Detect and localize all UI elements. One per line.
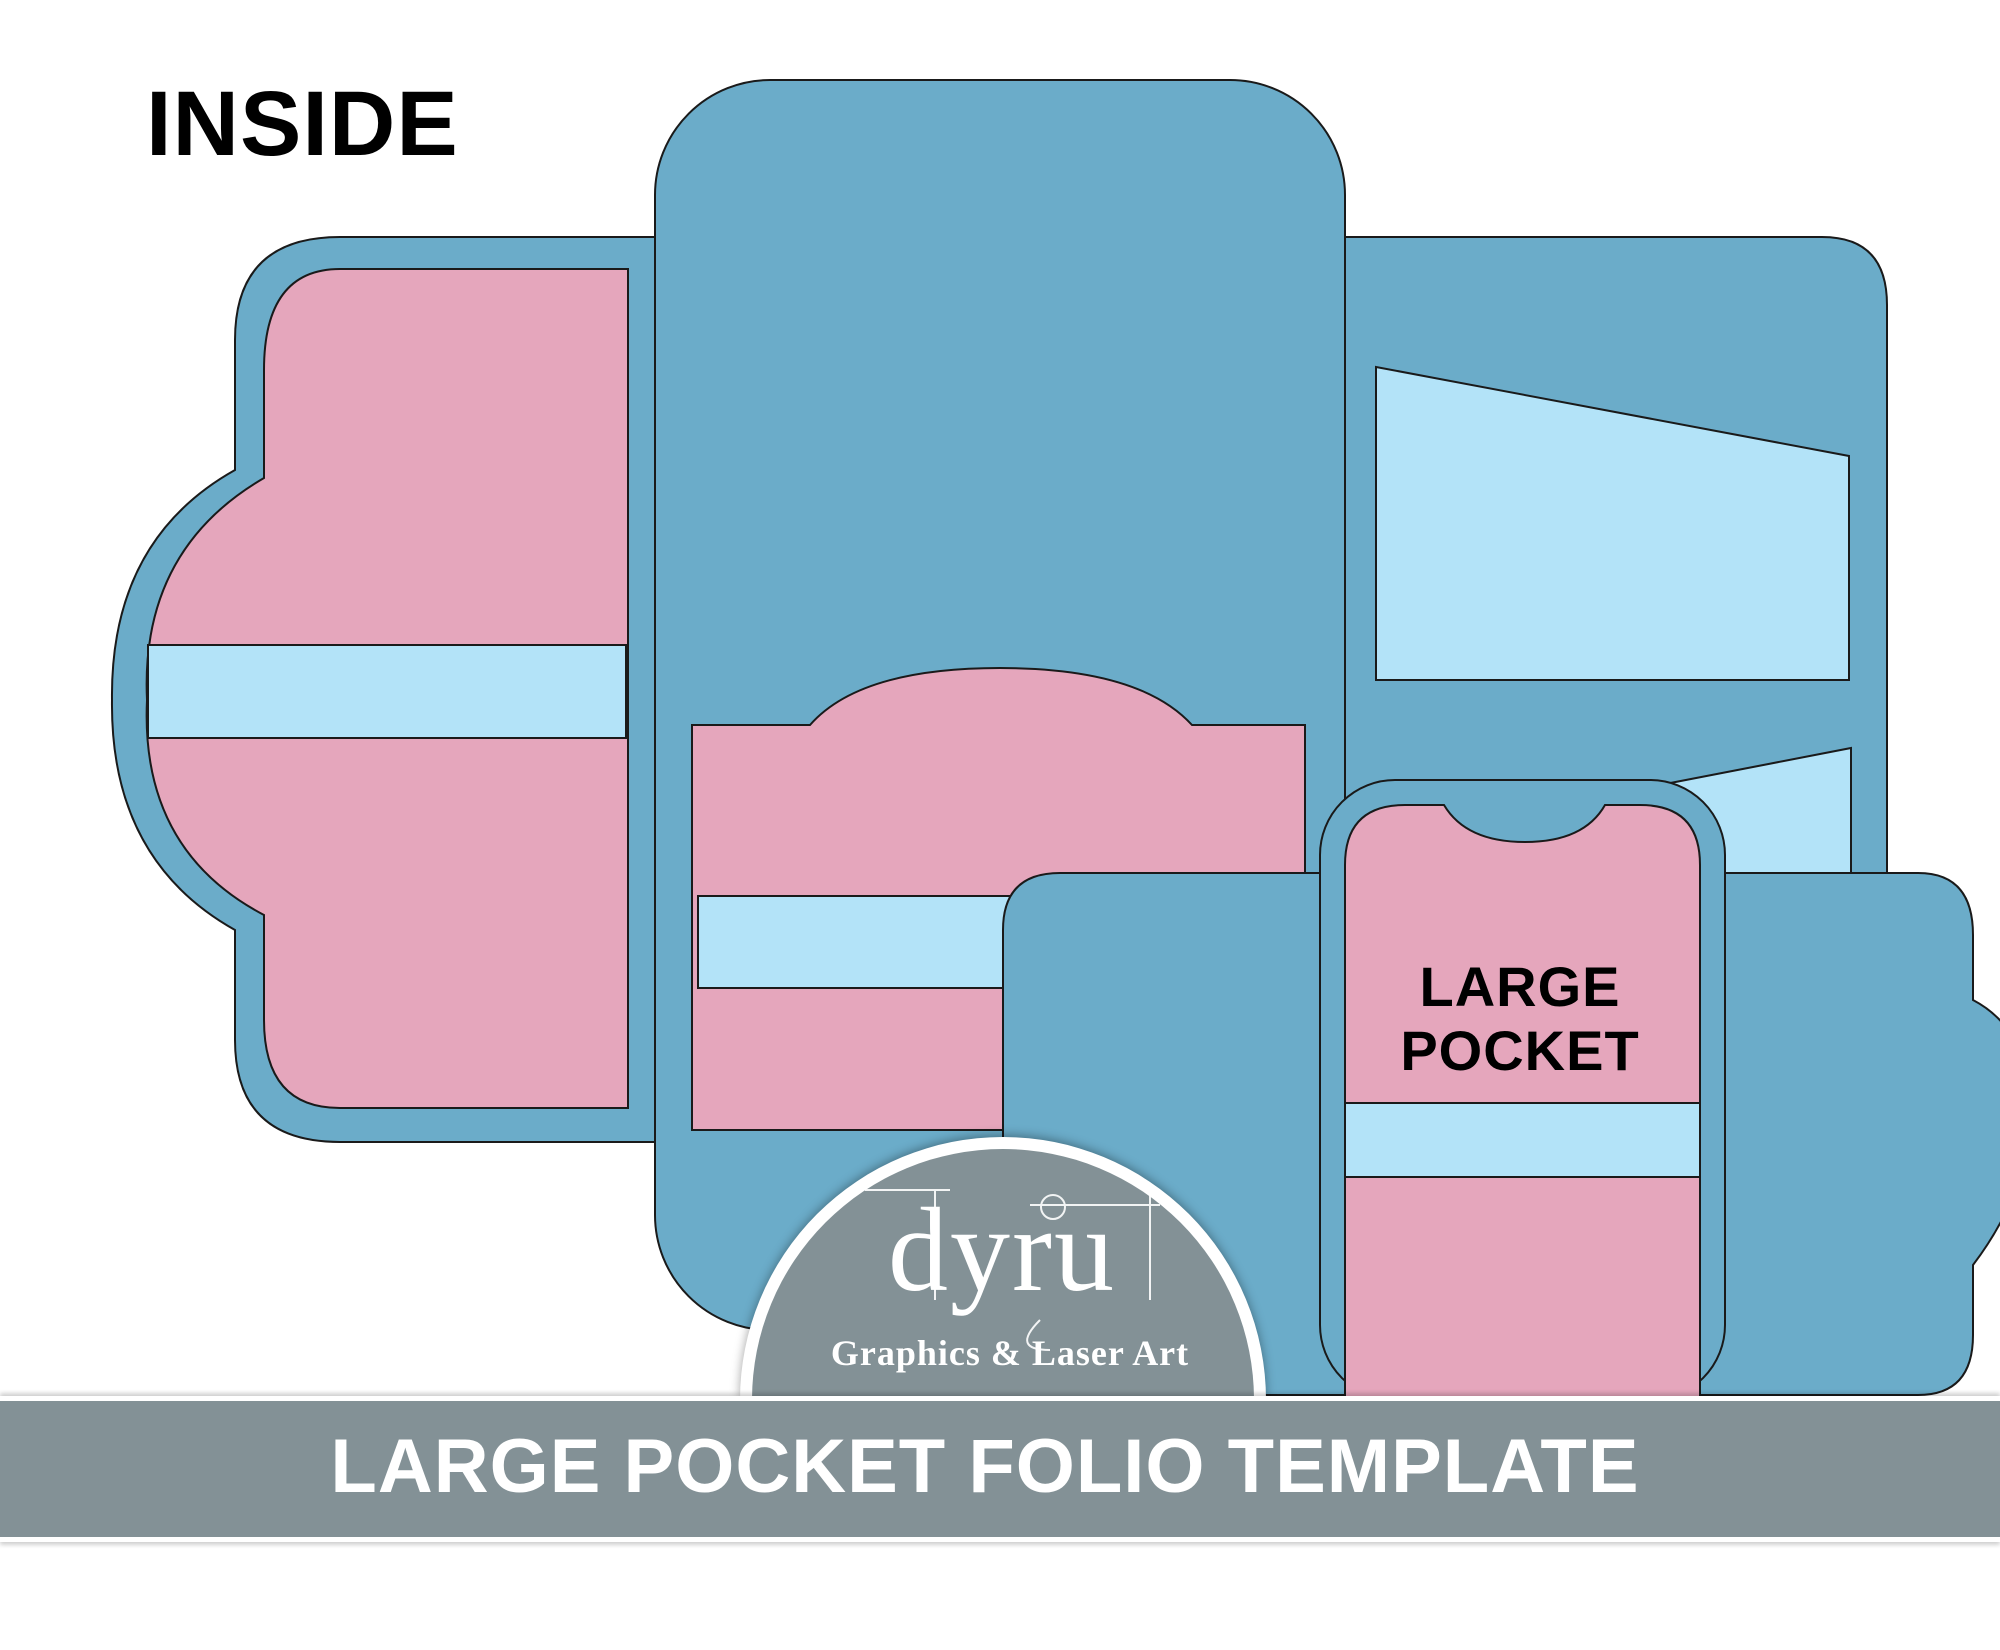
large-pocket-label: LARGE POCKET: [1345, 955, 1695, 1083]
banner-title: LARGE POCKET FOLIO TEMPLATE: [330, 1424, 1640, 1509]
left-slot: [147, 644, 627, 739]
page-heading: INSIDE: [146, 73, 459, 175]
center-slot: [697, 895, 1019, 989]
large-pocket-label-line2: POCKET: [1400, 1018, 1640, 1082]
logo-wordmark: dyru: [888, 1183, 1116, 1316]
right-slot-upper: [1375, 365, 1850, 681]
logo-tagline: Graphics & Laser Art: [830, 1333, 1190, 1373]
large-pocket-slot: [1344, 1102, 1701, 1178]
large-pocket-label-line1: LARGE: [1419, 955, 1621, 1018]
title-banner: LARGE POCKET FOLIO TEMPLATE: [0, 1396, 2000, 1542]
logo-badge: dyru: [740, 1137, 1266, 1400]
logo-flourish: [865, 1185, 1160, 1351]
